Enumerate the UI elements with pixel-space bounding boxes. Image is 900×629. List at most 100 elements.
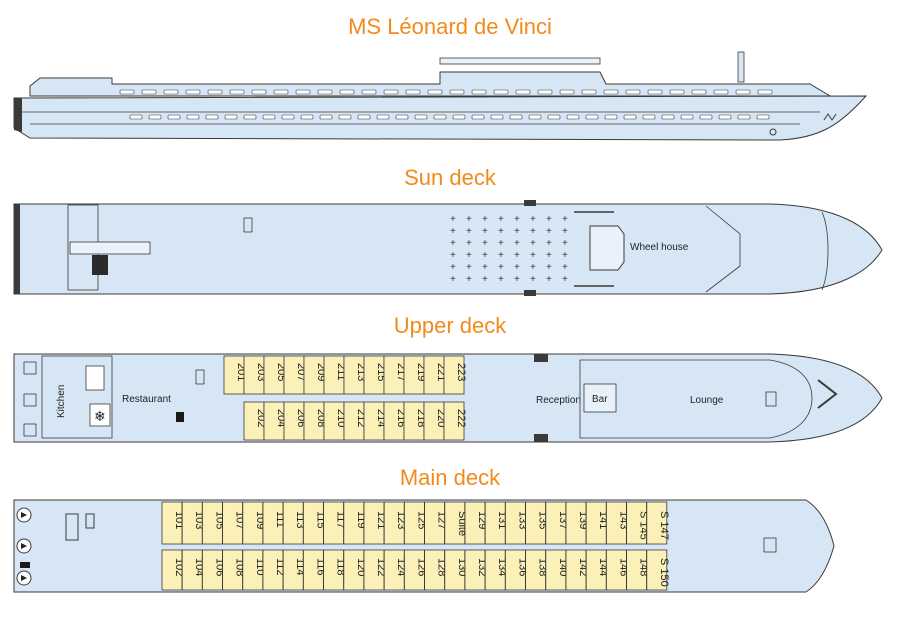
window	[361, 89, 377, 95]
cabin-139[interactable]: 139	[565, 501, 589, 545]
porthole	[585, 114, 599, 120]
deck-chair-icon: +	[546, 214, 552, 225]
cabin-s147[interactable]: S 147	[646, 501, 670, 545]
cabin-107[interactable]: 107	[222, 501, 246, 545]
cabin-217[interactable]: 217	[383, 355, 407, 395]
window	[647, 89, 663, 95]
cabin-132[interactable]: 132	[464, 549, 488, 591]
cabin-101[interactable]: 101	[161, 501, 185, 545]
cabin-207[interactable]: 207	[283, 355, 307, 395]
cabin-215[interactable]: 215	[363, 355, 387, 395]
cabin-206[interactable]: 206	[283, 401, 307, 441]
cabin-104[interactable]: 104	[181, 549, 205, 591]
sun-deck-plan: ++++++++++++++++++++++++++++++++++++++++…	[13, 200, 883, 296]
cabin-117[interactable]: 117	[323, 501, 347, 545]
deck-chair-icon: +	[450, 274, 456, 285]
cabin-219[interactable]: 219	[403, 355, 427, 395]
porthole	[680, 114, 694, 120]
cabin-118[interactable]: 118	[323, 549, 347, 591]
cabin-127[interactable]: 127	[424, 501, 448, 545]
deck-chair-icon: +	[514, 262, 520, 273]
porthole	[718, 114, 732, 120]
deck-chair-icon: +	[498, 214, 504, 225]
cabin-201[interactable]: 201	[223, 355, 247, 395]
cabin-223[interactable]: 223	[443, 355, 467, 395]
snowflake-icon: ❄	[94, 408, 106, 424]
cabin-208[interactable]: 208	[303, 401, 327, 441]
cabin-205[interactable]: 205	[263, 355, 287, 395]
porthole	[452, 114, 466, 120]
cabin-204[interactable]: 204	[263, 401, 287, 441]
cabin-108[interactable]: 108	[222, 549, 246, 591]
cabin-102[interactable]: 102	[161, 549, 185, 591]
cabin-suite[interactable]: Suite	[444, 501, 468, 545]
cabin-103[interactable]: 103	[181, 501, 205, 545]
cabin-s145[interactable]: S 145	[626, 501, 650, 545]
cabin-123[interactable]: 123	[383, 501, 407, 545]
cabin-113[interactable]: 113	[282, 501, 306, 545]
window	[295, 89, 311, 95]
cabin-136[interactable]: 136	[504, 549, 528, 591]
cabin-140[interactable]: 140	[545, 549, 569, 591]
deck-chair-icon: +	[498, 238, 504, 249]
cabin-203[interactable]: 203	[243, 355, 267, 395]
cabin-121[interactable]: 121	[363, 501, 387, 545]
cabin-119[interactable]: 119	[343, 501, 367, 545]
cabin-128[interactable]: 128	[424, 549, 448, 591]
cabin-114[interactable]: 114	[282, 549, 306, 591]
porthole	[737, 114, 751, 120]
bar-counter	[583, 383, 617, 413]
cabin-143[interactable]: 143	[606, 501, 629, 545]
deck-chair-icon: +	[466, 274, 472, 285]
cabin-120[interactable]: 120	[343, 549, 367, 591]
cabin-s150[interactable]: S 150	[646, 549, 670, 591]
cabin-116[interactable]: 116	[302, 549, 326, 591]
porthole	[129, 114, 143, 120]
cabin-131[interactable]: 131	[484, 501, 508, 545]
deck-chair-grid: ++++++++++++++++++++++++++++++++++++++++…	[450, 214, 568, 285]
cabin-144[interactable]: 144	[585, 549, 609, 591]
cabin-133[interactable]: 133	[504, 501, 528, 545]
cabin-115[interactable]: 115	[302, 501, 326, 545]
cabin-212[interactable]: 212	[343, 401, 367, 441]
cabin-218[interactable]: 218	[403, 401, 427, 441]
cabin-213[interactable]: 213	[343, 355, 367, 395]
cabin-137[interactable]: 137	[545, 501, 569, 545]
cabin-141[interactable]: 141	[585, 501, 609, 545]
cabin-210[interactable]: 210	[323, 401, 347, 441]
cabin-202[interactable]: 202	[243, 401, 267, 441]
cabin-105[interactable]: 105	[201, 501, 225, 545]
cabin-129[interactable]: 129	[464, 501, 488, 545]
cabin-124[interactable]: 124	[383, 549, 407, 591]
cabin-142[interactable]: 142	[565, 549, 589, 591]
cabin-130[interactable]: 130	[444, 549, 468, 591]
deck-chair-icon: +	[530, 262, 536, 273]
deck-chair-icon: +	[482, 238, 488, 249]
porthole	[528, 114, 542, 120]
cabin-138[interactable]: 138	[525, 549, 549, 591]
cabin-209[interactable]: 209	[303, 355, 327, 395]
cabin-110[interactable]: 110	[242, 549, 266, 591]
cabin-148[interactable]: 148	[626, 549, 650, 591]
cabin-125[interactable]: 125	[403, 501, 427, 545]
deck-chair-icon: +	[482, 274, 488, 285]
cabin-222[interactable]: 222	[443, 401, 467, 441]
cabin-216[interactable]: 216	[383, 401, 407, 441]
cabin-126[interactable]: 126	[403, 549, 427, 591]
window	[185, 89, 201, 95]
cabin-220[interactable]: 220	[423, 401, 447, 441]
cabin-135[interactable]: 135	[525, 501, 549, 545]
cabin-214[interactable]: 214	[363, 401, 387, 441]
cabin-122[interactable]: 122	[363, 549, 387, 591]
window	[383, 89, 399, 95]
cabin-111[interactable]: 111	[262, 501, 286, 545]
cabin-109[interactable]: 109	[242, 501, 266, 545]
cabin-221[interactable]: 221	[423, 355, 447, 395]
cabin-106[interactable]: 106	[201, 549, 225, 591]
cabin-211[interactable]: 211	[323, 355, 347, 395]
cabin-112[interactable]: 112	[262, 549, 286, 591]
cabin-134[interactable]: 134	[484, 549, 508, 591]
cabin-146[interactable]: 146	[606, 549, 629, 591]
